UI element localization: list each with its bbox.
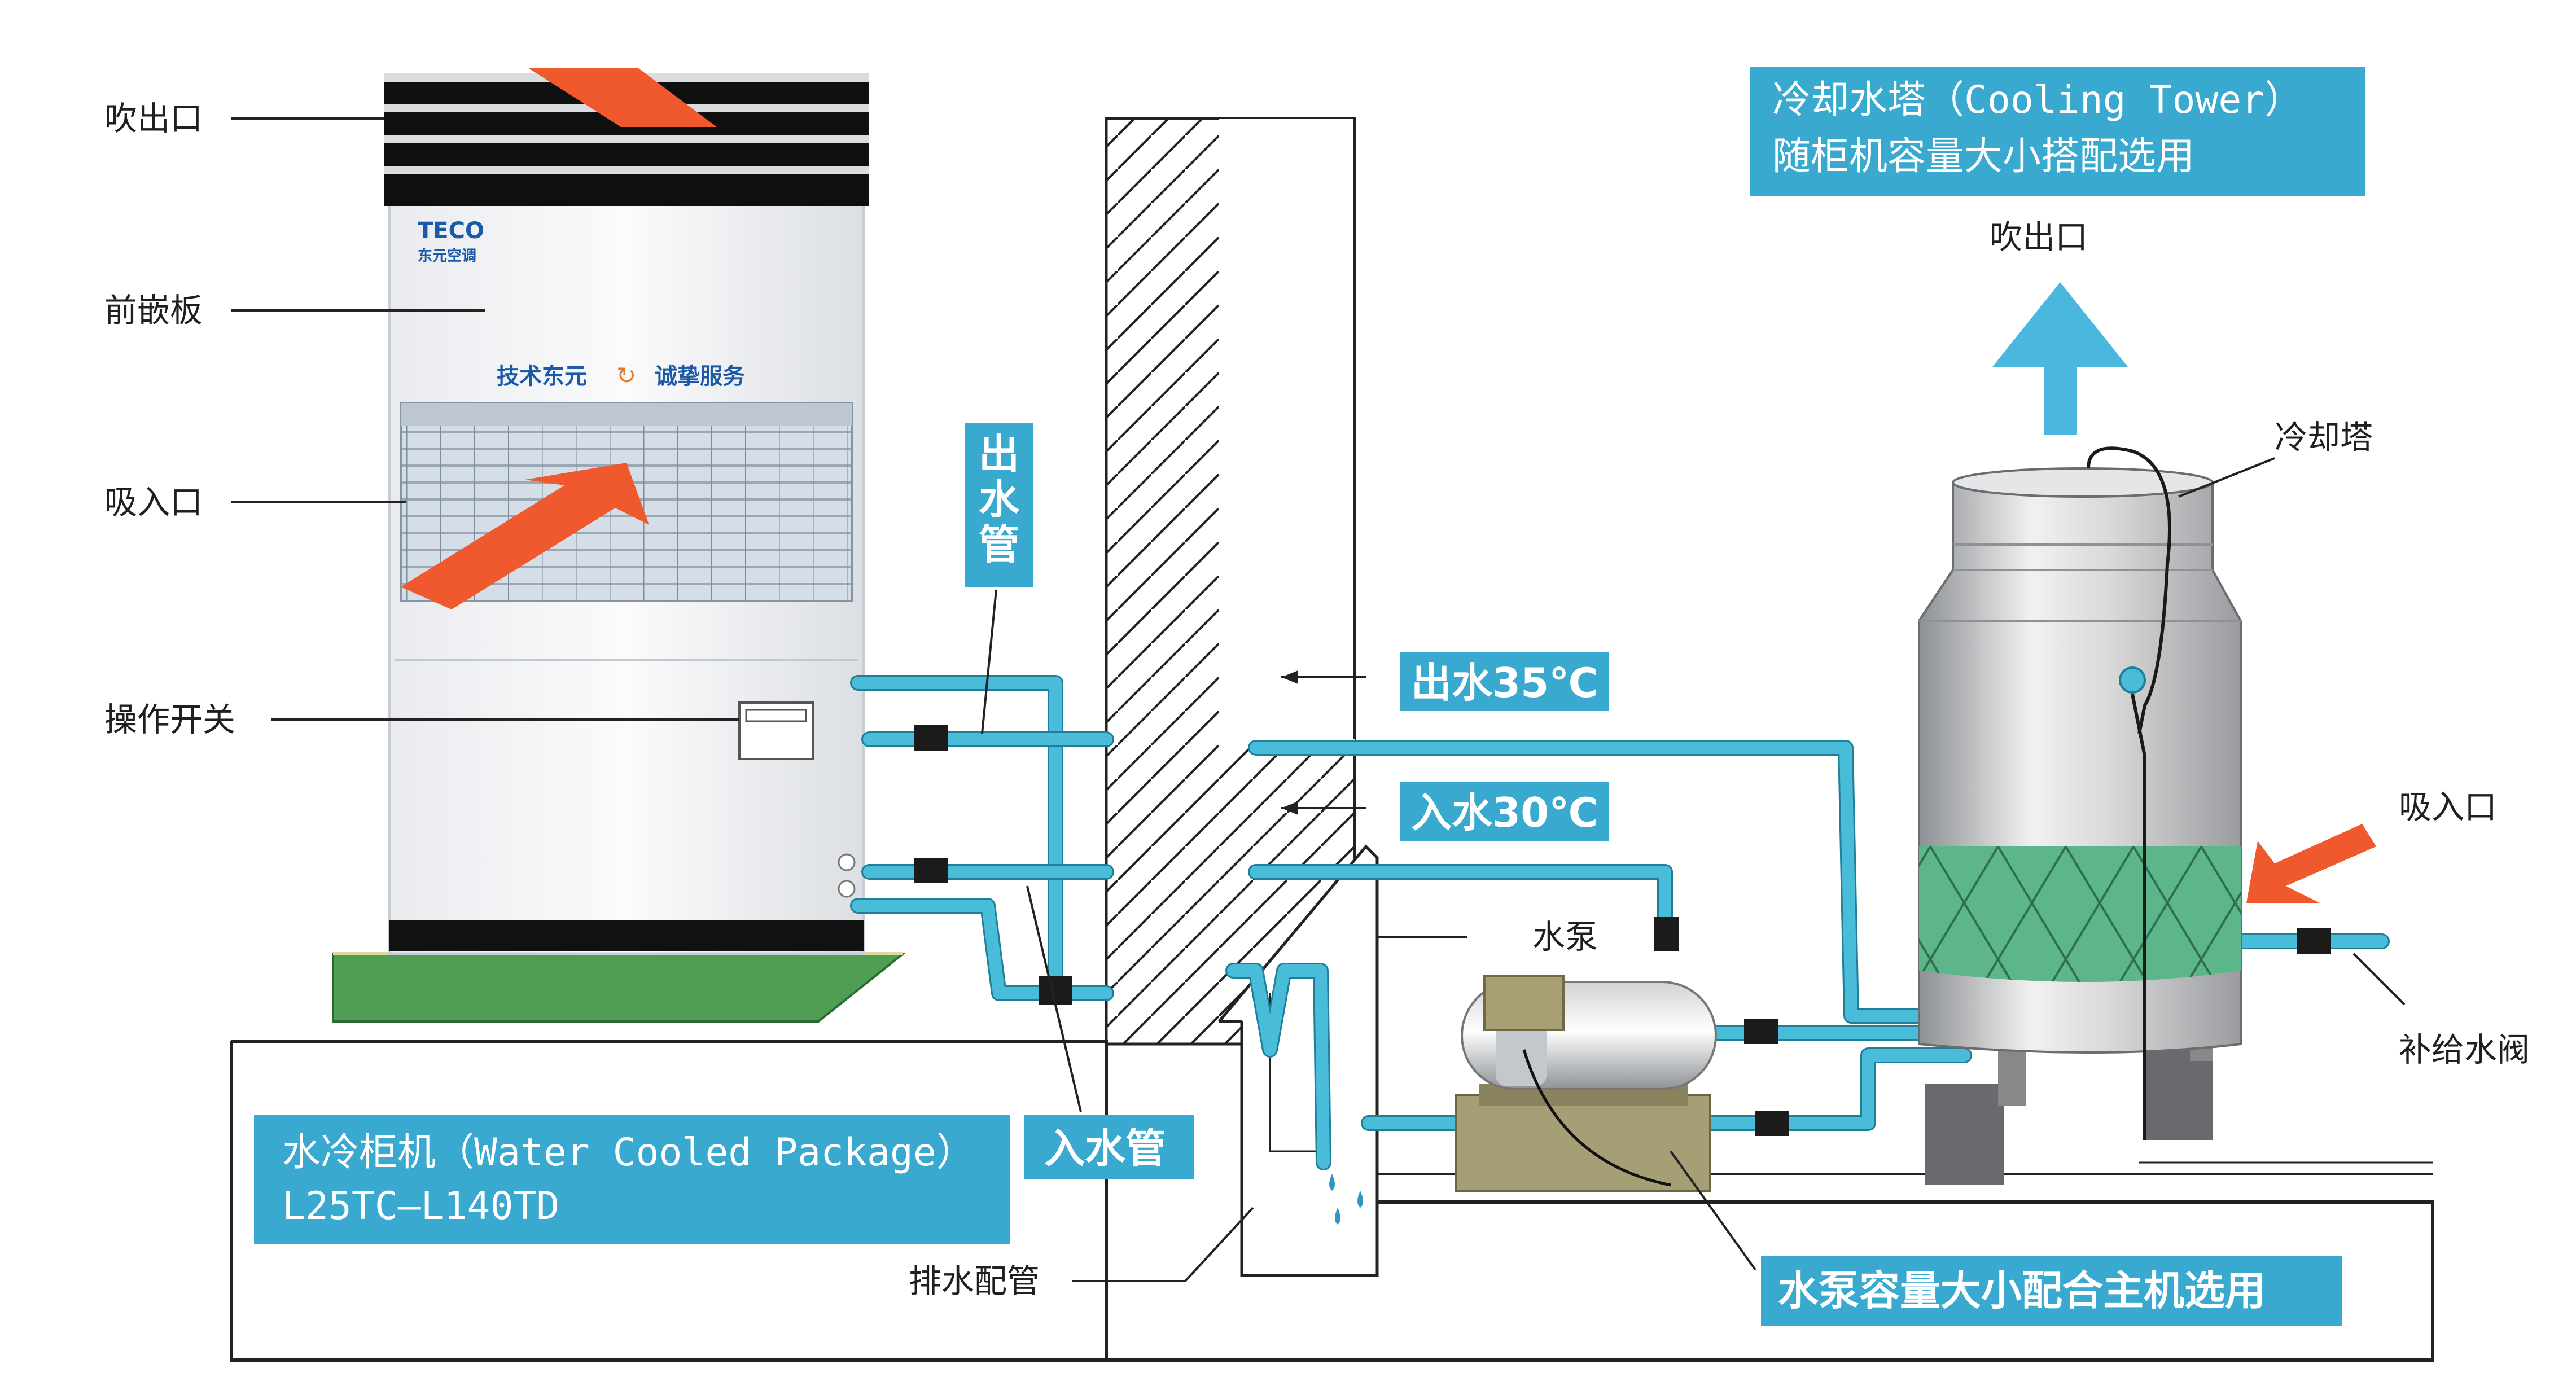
label-suction-cabinet: 吸入口: [104, 483, 203, 521]
water-cooled-cabinet: TECO 东元空调 技术东元 ↻ 诚挚服务: [332, 68, 906, 1023]
outlet-pipe-char-1: 出: [979, 431, 1019, 478]
outlet-red-arrow: [528, 68, 717, 127]
valve: [1654, 917, 1679, 951]
valve: [2297, 928, 2331, 954]
building-wall: [1105, 117, 1356, 1046]
outlet-pipe-char-2: 水: [979, 476, 1020, 523]
label-blow-out-cabinet: 吹出口: [104, 99, 203, 138]
label-makeup-valve: 补给水阀: [2399, 1030, 2530, 1069]
cooling-tower-box-line2: 随柜机容量大小搭配选用: [1772, 134, 2194, 179]
cooling-tower-box-line1: 冷却水塔（Cooling Tower）: [1772, 78, 2303, 122]
tower-up-arrow: [1992, 282, 2128, 435]
label-drain-pipe: 排水配管: [909, 1262, 1040, 1300]
cabinet-slogan-left: 技术东元: [497, 363, 587, 389]
label-cooling-tower-pointer: 冷却塔: [2275, 418, 2373, 457]
valve: [914, 858, 948, 883]
inlet-pipe-box: 入水管: [1024, 1115, 1194, 1179]
pump-note-label: 水泵容量大小配合主机选用: [1778, 1267, 2266, 1314]
cabinet-brand: TECO: [418, 218, 484, 244]
package-box: 水冷柜机（Water Cooled Package） L25TC—L140TD: [254, 1115, 1010, 1244]
valve: [1744, 1019, 1778, 1044]
outlet-pipe-vertical-box: 出 水 管: [965, 423, 1033, 587]
package-box-line1: 水冷柜机（Water Cooled Package）: [282, 1130, 975, 1175]
label-operation-switch: 操作开关: [104, 700, 235, 739]
cabinet-slogan-right: 诚挚服务: [655, 363, 745, 389]
valve: [914, 725, 948, 751]
cabinet-slogan-icon: ↻: [616, 362, 636, 389]
package-box-line2: L25TC—L140TD: [282, 1184, 559, 1229]
label-tower-blow-out: 吹出口: [1990, 218, 2088, 256]
water-in-temp-label: 入水30℃: [1411, 789, 1598, 836]
pump-note-box: 水泵容量大小配合主机选用: [1761, 1256, 2342, 1326]
cabinet-base: [332, 953, 906, 1023]
label-front-panel: 前嵌板: [104, 291, 203, 330]
inlet-pipe-label: 入水管: [1044, 1125, 1166, 1172]
valve: [1039, 976, 1072, 1005]
cabinet-brand-sub: 东元空调: [418, 247, 476, 265]
valve: [1755, 1111, 1789, 1136]
water-out-temp-box: 出水35℃: [1400, 652, 1609, 711]
label-tower-suction: 吸入口: [2399, 788, 2497, 826]
water-in-temp-box: 入水30℃: [1400, 782, 1609, 841]
water-pump: [1455, 975, 1717, 1192]
label-pump: 水泵: [1532, 918, 1598, 956]
tower-suction-red-arrow: [2246, 824, 2376, 903]
cooling-tower: [1918, 446, 2242, 1185]
leader-lines: [231, 117, 2406, 1282]
suction-red-arrow: [401, 463, 649, 609]
water-out-temp-label: 出水35℃: [1411, 659, 1598, 707]
cooling-tower-box: 冷却水塔（Cooling Tower） 随柜机容量大小搭配选用: [1750, 67, 2365, 196]
outlet-pipe-char-3: 管: [979, 521, 1019, 568]
